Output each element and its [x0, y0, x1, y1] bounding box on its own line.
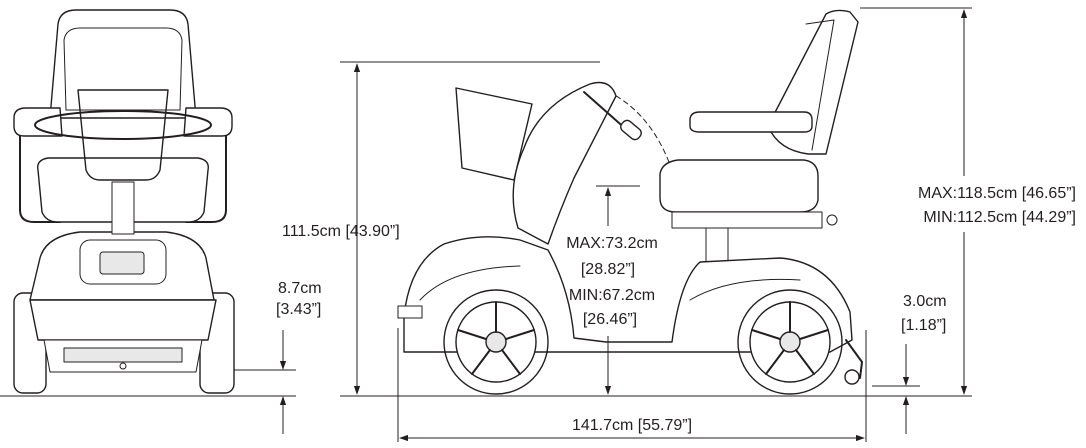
seat-min-label: MIN:112.5cm [44.29”]	[923, 209, 1076, 226]
dimension-lines	[234, 7, 972, 442]
tiller-min-cm-label: MIN:67.2cm	[569, 287, 655, 304]
side-view-scooter	[397, 9, 881, 397]
side-front-wheel	[443, 289, 549, 395]
ground-clearance-in-label: [3.43”]	[276, 301, 321, 318]
overall-height-label: 111.5cm [43.90”]	[282, 223, 400, 240]
tiller-max-cm-label: MAX:73.2cm	[566, 235, 658, 252]
side-seat-cushion	[659, 159, 819, 213]
front-view-scooter	[0, 9, 247, 397]
overall-length-label: 141.7cm [55.79”]	[572, 417, 692, 434]
ground-clearance-cm-label: 8.7cm	[278, 280, 322, 297]
side-tiller	[512, 81, 617, 245]
tiller-max-in-label: [28.82”]	[581, 261, 635, 278]
front-basket	[77, 89, 169, 181]
side-armrest	[689, 111, 813, 133]
side-rear-wheel	[737, 289, 843, 395]
seat-max-label: MAX:118.5cm [46.65”]	[918, 185, 1076, 202]
dimension-labels: 111.5cm [43.90”] 8.7cm [3.43”] MAX:73.2c…	[276, 185, 1076, 434]
rear-clearance-cm-label: 3.0cm	[903, 293, 947, 310]
rear-clearance-in-label: [1.18”]	[901, 317, 946, 334]
tiller-min-in-label: [26.46”]	[583, 311, 637, 328]
